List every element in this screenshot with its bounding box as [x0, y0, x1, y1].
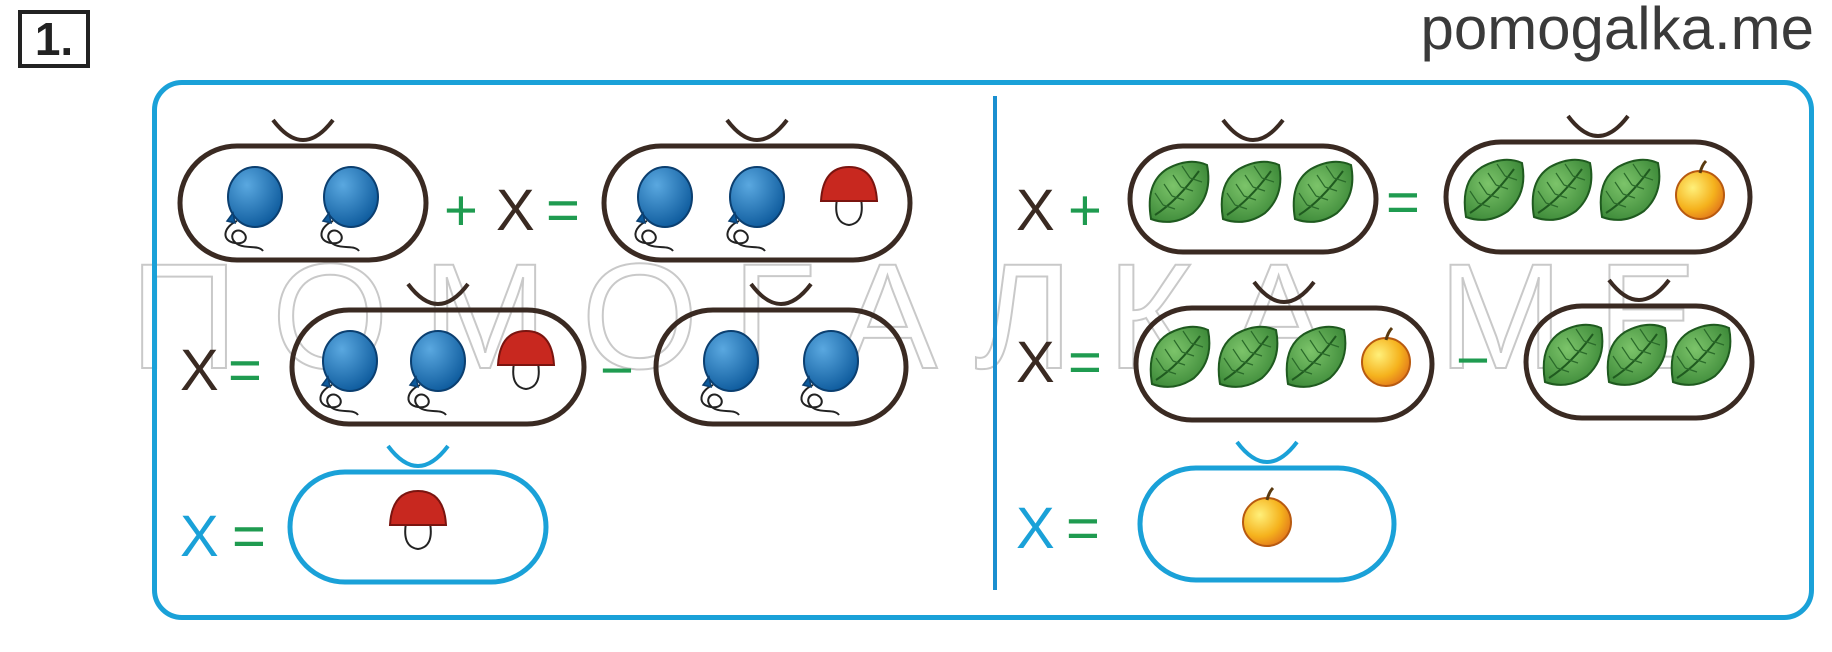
answer-group	[287, 444, 549, 585]
equals-sign: =	[1068, 330, 1102, 395]
equals-sign: =	[1386, 170, 1420, 235]
task-number: 1.	[18, 10, 90, 68]
leaf-icon	[1220, 160, 1282, 223]
right-panel: X+=X=−X=	[1016, 114, 1755, 583]
group-balloons-mushroom	[601, 118, 913, 263]
panel-divider	[993, 96, 997, 590]
unknown-x: X	[1016, 178, 1055, 243]
leaf-icon	[1606, 323, 1668, 386]
balloon-icon	[700, 330, 759, 416]
unknown-x-answer: X	[180, 504, 219, 569]
exercise-frame	[152, 80, 1814, 620]
apple-icon	[1675, 159, 1725, 220]
balloon-icon	[319, 330, 378, 416]
plus-sign: +	[1068, 178, 1102, 243]
plus-sign: +	[444, 178, 478, 243]
mushroom-icon	[496, 329, 556, 391]
equals-sign: =	[1066, 496, 1100, 561]
leaf-icon	[1531, 158, 1593, 221]
left-panel: +X=X=−X=	[177, 118, 913, 585]
equals-sign: =	[232, 504, 266, 569]
leaf-icon	[1148, 160, 1210, 223]
apple-icon	[1361, 326, 1411, 387]
unknown-x-answer: X	[1016, 496, 1055, 561]
group-subtrahend	[653, 282, 909, 427]
balloon-icon	[800, 330, 859, 416]
group-subtrahend	[1523, 278, 1755, 421]
leaf-icon	[1292, 160, 1354, 223]
balloon-icon	[224, 166, 283, 252]
group-balloons-pair	[177, 118, 429, 263]
balloon-icon	[726, 166, 785, 252]
leaf-icon	[1542, 323, 1604, 386]
equals-sign: =	[228, 338, 262, 403]
mushroom-icon	[388, 489, 448, 551]
site-label: pomogalka.me	[1420, 0, 1814, 62]
leaf-icon	[1670, 323, 1732, 386]
answer-group	[1137, 440, 1397, 583]
leaf-icon	[1149, 325, 1211, 388]
unknown-x: X	[496, 178, 535, 243]
group-leaves-apple	[1443, 114, 1753, 255]
unknown-x: X	[1016, 330, 1055, 395]
unknown-x: X	[180, 338, 219, 403]
group-minuend	[1133, 280, 1435, 423]
equals-sign: =	[546, 178, 580, 243]
balloon-icon	[320, 166, 379, 252]
leaf-icon	[1463, 158, 1525, 221]
leaf-icon	[1285, 325, 1347, 388]
balloon-icon	[407, 330, 466, 416]
mushroom-icon	[819, 165, 879, 227]
minus-sign: −	[600, 338, 634, 403]
group-minuend	[289, 282, 587, 427]
leaf-icon	[1599, 158, 1661, 221]
minus-sign: −	[1456, 328, 1490, 393]
apple-icon	[1242, 486, 1292, 547]
balloon-icon	[634, 166, 693, 252]
group-leaves	[1127, 118, 1379, 255]
leaf-icon	[1217, 325, 1279, 388]
